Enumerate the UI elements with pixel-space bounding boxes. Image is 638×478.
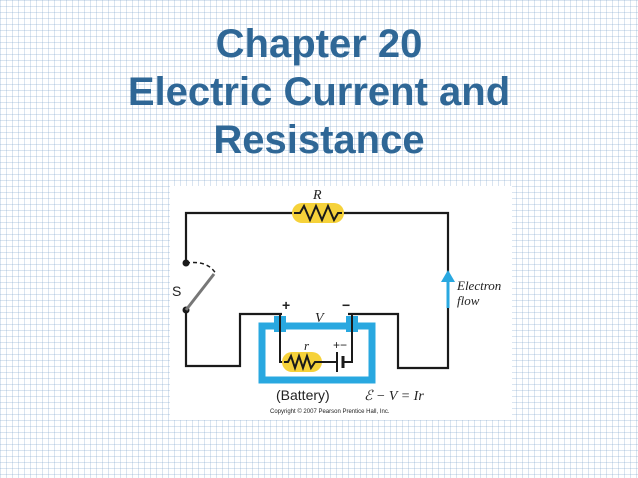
circuit-diagram: R S + − V r <box>170 186 512 420</box>
circuit-wires <box>184 211 450 370</box>
circuit-svg: R S + − V r <box>172 188 501 415</box>
internal-resistor-r <box>279 332 336 372</box>
label-electron: Electron <box>456 278 501 293</box>
wire-top-left <box>184 211 294 262</box>
label-r: r <box>304 338 310 353</box>
label-equation: ℰ − V = Ir <box>364 389 424 404</box>
label-R: R <box>312 188 322 203</box>
battery-cell <box>336 332 353 372</box>
label-S: S <box>172 283 181 299</box>
label-battery-plus: + <box>282 297 290 313</box>
electron-flow-arrow-icon <box>441 270 455 308</box>
label-battery: (Battery) <box>276 387 330 403</box>
copyright-text: Copyright © 2007 Pearson Prentice Hall, … <box>270 408 390 415</box>
slide-title: Chapter 20 Electric Current and Resistan… <box>0 20 638 164</box>
battery-box <box>258 314 376 384</box>
title-line-1: Chapter 20 <box>215 22 423 66</box>
resistor-R <box>292 203 344 223</box>
wire-right <box>342 211 450 370</box>
label-battery-minus: − <box>342 297 350 313</box>
label-flow: flow <box>457 293 480 308</box>
switch <box>182 259 217 314</box>
label-V: V <box>315 311 325 326</box>
title-line-2: Electric Current and <box>127 70 511 114</box>
label-cell-plus-minus: +− <box>333 338 347 352</box>
title-line-3: Resistance <box>213 118 425 162</box>
wire-left <box>184 310 282 368</box>
